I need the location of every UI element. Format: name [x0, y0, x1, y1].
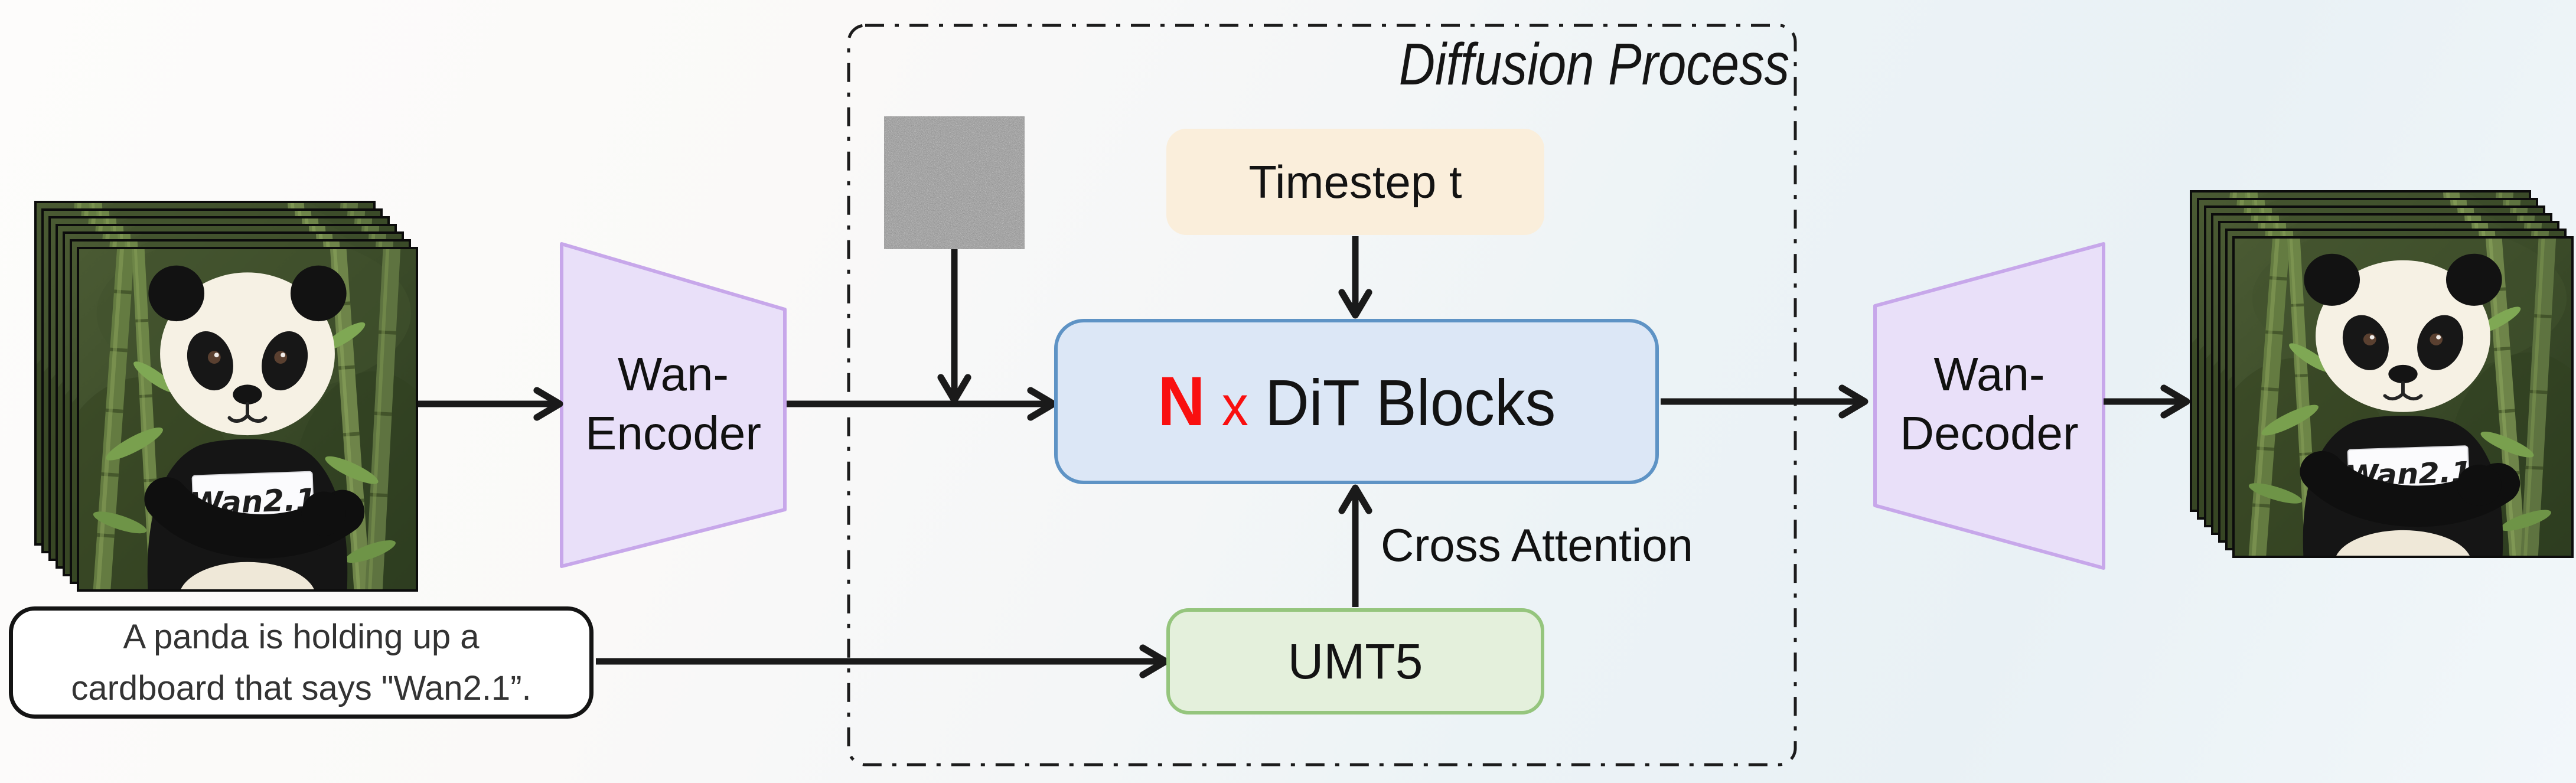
wan-decoder-line1: Wan-	[1933, 348, 2045, 400]
prompt-line-1: A panda is holding up a	[123, 618, 480, 656]
wan-encoder-line2: Encoder	[585, 407, 761, 459]
umt5-label: UMT5	[1287, 633, 1423, 689]
umt5-node: UMT5	[1166, 608, 1544, 715]
prompt-text-box: A panda is holding up a cardboard that s…	[9, 606, 594, 719]
dit-count-symbol: N	[1157, 363, 1205, 441]
wan-decoder-label: Wan- Decoder	[1875, 306, 2104, 501]
diffusion-process-title: Diffusion Process	[1398, 31, 1789, 97]
gaussian-noise-patch	[884, 116, 1025, 249]
prompt-line-2: cardboard that says "Wan2.1”.	[71, 669, 531, 707]
wan-encoder-label: Wan- Encoder	[560, 306, 787, 501]
timestep-node: Timestep t	[1166, 129, 1544, 235]
wan-decoder-line2: Decoder	[1900, 407, 2079, 459]
video-frame	[77, 247, 418, 592]
dit-blocks-node: N x DiT Blocks	[1054, 319, 1659, 484]
dit-multiply-symbol: x	[1221, 374, 1248, 438]
cross-attention-label: Cross Attention	[1381, 519, 1693, 571]
wan-encoder-line1: Wan-	[617, 348, 729, 400]
dit-blocks-label: N x DiT Blocks	[1157, 361, 1556, 442]
timestep-label: Timestep t	[1248, 155, 1462, 208]
video-frame	[2232, 236, 2574, 558]
dit-blocks-text: DiT Blocks	[1264, 367, 1556, 439]
